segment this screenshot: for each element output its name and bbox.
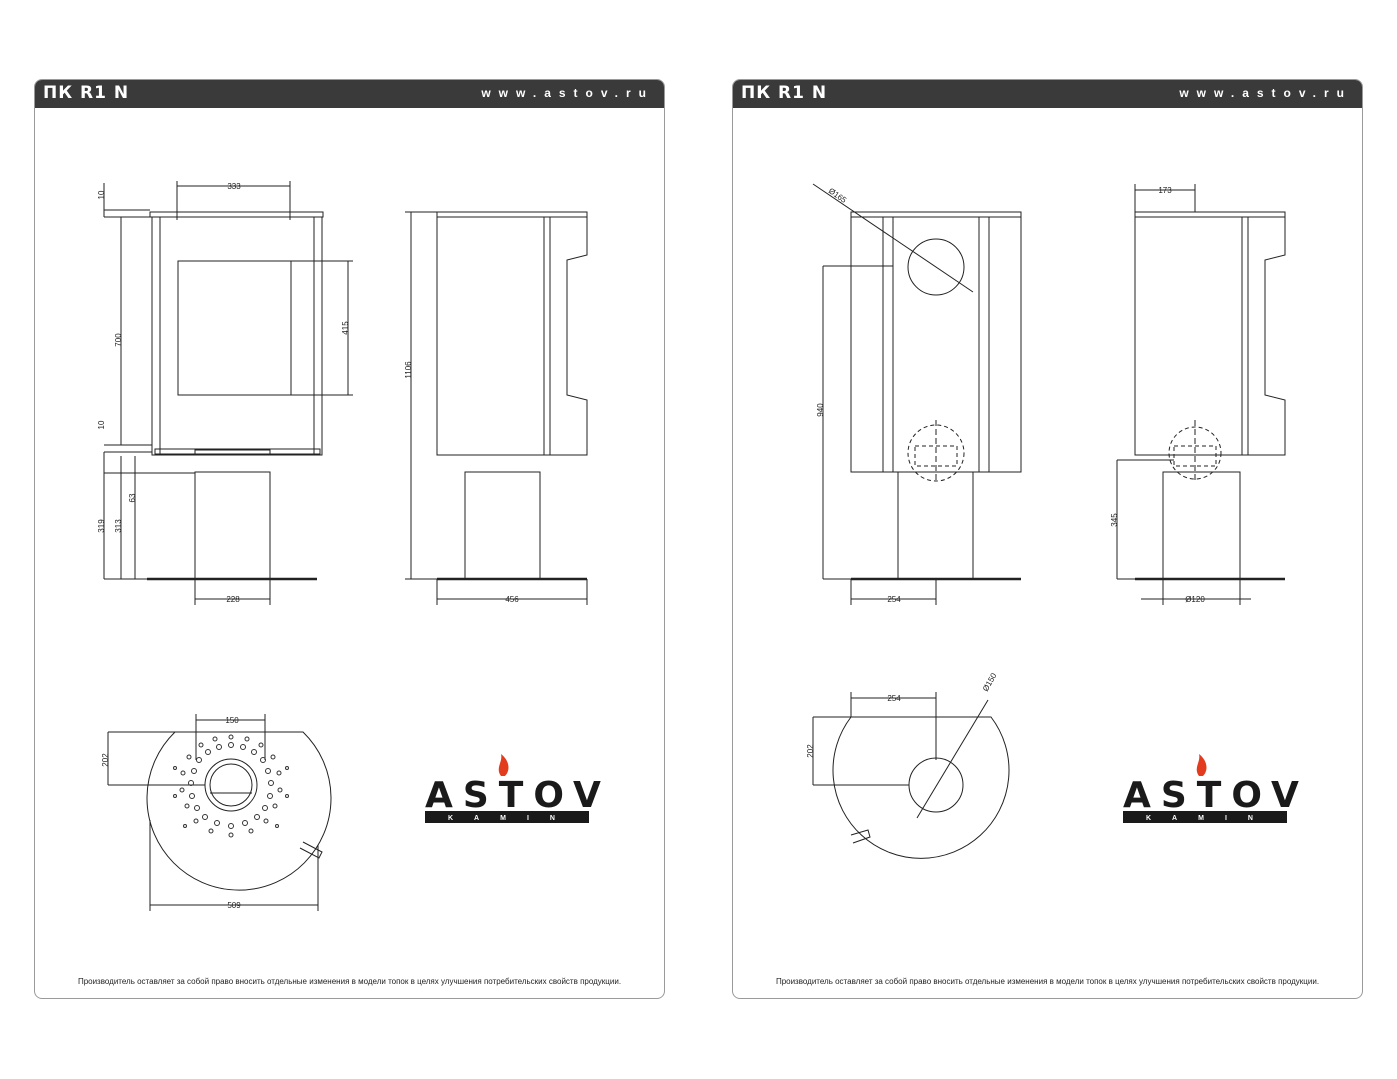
sheet-header: ПК R1 N www.astov.ru [35,80,664,108]
website-url: www.astov.ru [1179,86,1352,100]
rear-pedestal [897,471,974,580]
dim-940: 940 [816,403,825,417]
front-pedestal [194,471,271,580]
side-top-plate [436,211,588,218]
disclaimer-text: Производитель оставляет за собой право в… [77,977,622,986]
plan-body-outline [146,731,332,891]
dim-173: 173 [1158,186,1172,195]
dim-319: 319 [97,519,106,533]
logo-subtitle: KAMIN [448,815,576,822]
dim-10-bottom: 10 [97,420,106,429]
dim-1106: 1106 [404,361,413,379]
dim-150: 150 [225,716,239,725]
dim-63: 63 [128,493,137,502]
technical-drawing-front-side-plan: 333 10 700 10 63 319 313 415 228 1106 45… [97,181,611,911]
dim-254-plan: 254 [887,694,901,703]
dim-700: 700 [114,333,123,347]
sheet-header: ПК R1 N www.astov.ru [733,80,1362,108]
dim-dia-165: Ø165 [827,186,849,205]
front-glass [177,260,292,396]
logo-word: ASTOV [425,775,611,816]
dim-313: 313 [114,519,123,533]
technical-drawing-rear-side-plan: Ø165 940 254 173 345 Ø120 254 202 Ø150 A… [806,183,1309,859]
dim-dia-120: Ø120 [1185,595,1205,604]
model-title: ПК R1 N [43,83,130,103]
air-holes-pattern [173,734,289,838]
side-body [1134,216,1243,456]
dim-dia-150: Ø150 [981,671,999,693]
dim-202: 202 [806,744,815,758]
astov-logo: ASTOV KAMIN [425,754,611,823]
drawing-sheet-2: ПК R1 N www.astov.ru [732,79,1363,999]
side-body [436,216,545,456]
front-top-plate [149,211,324,218]
flame-icon [1196,754,1207,776]
dim-202: 202 [101,753,110,767]
logo-subtitle: KAMIN [1146,815,1274,822]
disclaimer-text: Производитель оставляет за собой право в… [775,977,1320,986]
dim-509: 509 [227,901,241,910]
flue-outlet-top [907,238,965,296]
drawing-sheet-1: ПК R1 N www.astov.ru [34,79,665,999]
rear-top-plate [850,211,1022,218]
dim-254-rear: 254 [887,595,901,604]
dim-228: 228 [226,595,240,604]
side-pedestal [464,471,541,580]
model-title: ПК R1 N [741,83,828,103]
dim-10-top: 10 [97,190,106,199]
side-pedestal [1162,471,1241,580]
plan-flue-circle [908,757,964,813]
logo-word: ASTOV [1123,775,1309,816]
dim-415: 415 [341,321,350,335]
astov-logo: ASTOV KAMIN [1123,754,1309,823]
dim-345: 345 [1110,513,1119,527]
dim-456: 456 [505,595,519,604]
flame-icon [498,754,509,776]
dim-333: 333 [227,182,241,191]
plan-body-outline [832,716,1010,859]
side-top-plate [1134,211,1286,218]
website-url: www.astov.ru [481,86,654,100]
